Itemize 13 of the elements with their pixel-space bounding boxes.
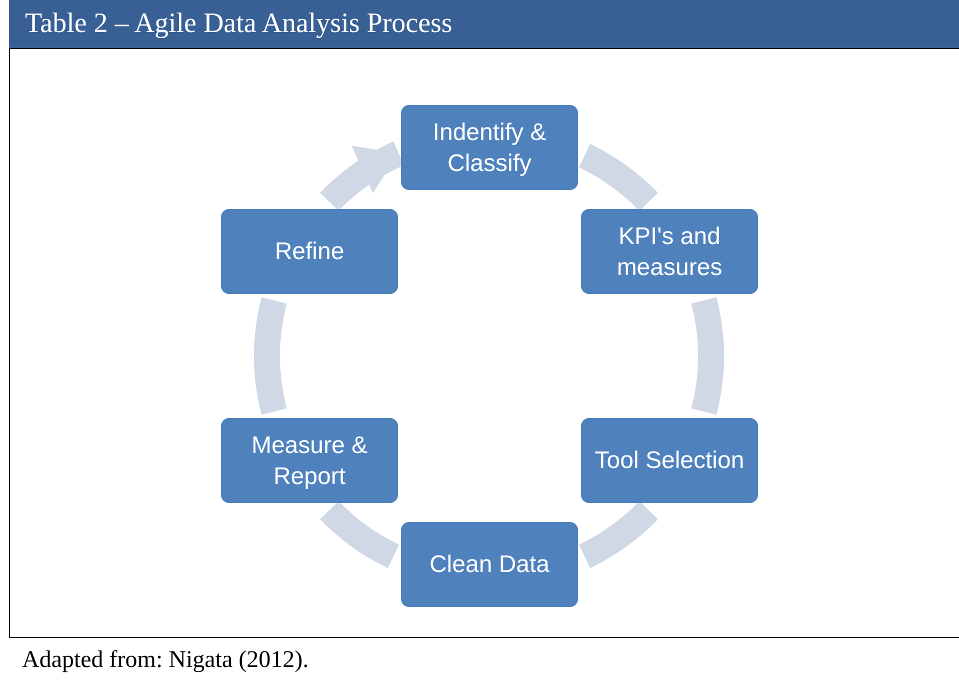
cycle-band bbox=[578, 144, 658, 212]
caption: Adapted from: Nigata (2012). bbox=[22, 646, 309, 675]
process-box: Measure & Report bbox=[221, 418, 398, 503]
process-box: Tool Selection bbox=[581, 418, 758, 503]
cycle-band bbox=[691, 298, 724, 414]
cycle-band bbox=[254, 298, 287, 414]
cycle-band bbox=[320, 500, 400, 568]
process-box: Clean Data bbox=[401, 522, 578, 607]
cycle-band bbox=[578, 500, 658, 568]
process-box: Indentify & Classify bbox=[401, 105, 578, 190]
process-box: KPI's and measures bbox=[581, 209, 758, 294]
process-box: Refine bbox=[221, 209, 398, 294]
table-title: Table 2 – Agile Data Analysis Process bbox=[9, 0, 959, 48]
